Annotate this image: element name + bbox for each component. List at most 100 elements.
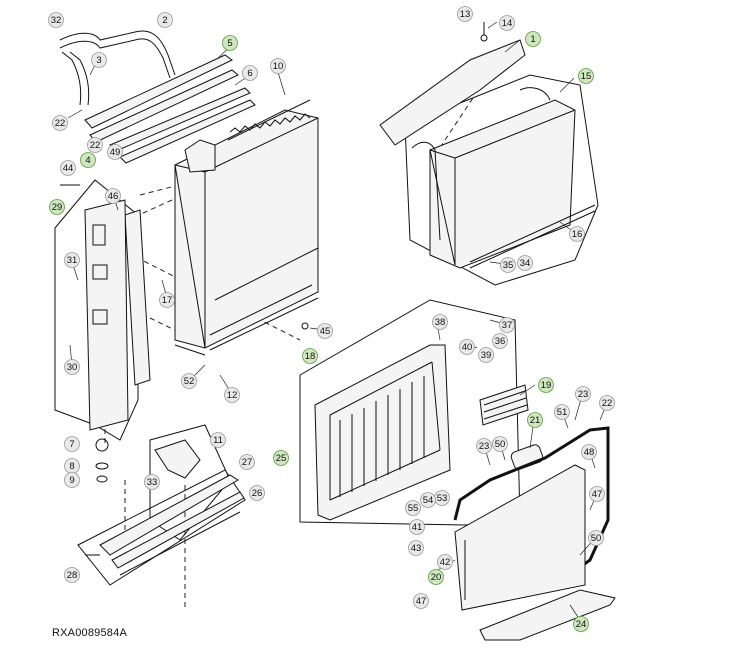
callout-circle — [157, 12, 173, 28]
callout-circle — [49, 199, 65, 215]
callout-circle — [64, 359, 80, 375]
callout-circle — [64, 252, 80, 268]
callout-label: 21 — [530, 415, 541, 426]
callout-label: 23 — [479, 441, 490, 452]
callout-circle — [573, 616, 589, 632]
callout-circle — [492, 436, 508, 452]
lower-rail — [99, 439, 245, 576]
callout-circle — [249, 485, 265, 501]
callout-circle — [222, 35, 238, 51]
oil-cooler-and-lines — [453, 384, 610, 584]
callout-20: 20 — [428, 569, 444, 585]
callout-circle — [48, 12, 64, 28]
callout-circle — [437, 554, 453, 570]
callout-circle — [581, 444, 597, 460]
callout-label: 32 — [51, 15, 62, 26]
callout-circle — [599, 395, 615, 411]
callout-label: 36 — [495, 336, 506, 347]
callout-32: 32 — [48, 12, 64, 28]
callout-23: 23 — [575, 386, 591, 402]
callout-42: 42 — [437, 554, 453, 570]
lower-frame — [454, 464, 616, 641]
radiator — [174, 99, 319, 356]
callout-label: 19 — [541, 380, 552, 391]
callout-circle — [91, 52, 107, 68]
callout-25: 25 — [273, 450, 289, 466]
callout-22: 22 — [599, 395, 615, 411]
callout-circle — [554, 404, 570, 420]
callout-circle — [500, 257, 516, 273]
callout-label: 51 — [557, 407, 568, 418]
callout-8: 8 — [64, 458, 80, 474]
callout-38: 38 — [432, 314, 448, 330]
callout-circle — [52, 115, 68, 131]
callout-label: 24 — [576, 619, 587, 630]
callout-36: 36 — [492, 333, 508, 349]
callout-37: 37 — [499, 317, 515, 333]
callout-label: 47 — [416, 596, 427, 607]
callout-40: 40 — [459, 339, 475, 355]
callout-label: 14 — [502, 18, 513, 29]
callout-label: 6 — [247, 68, 252, 79]
callout-6: 6 — [242, 65, 258, 81]
callout-label: 46 — [108, 191, 119, 202]
callout-circle — [242, 65, 258, 81]
callout-circle — [105, 188, 121, 204]
callout-label: 7 — [69, 439, 74, 450]
callout-label: 39 — [481, 350, 492, 361]
callout-9: 9 — [64, 472, 80, 488]
callout-label: 2 — [162, 15, 167, 26]
callout-label: 4 — [85, 155, 90, 166]
callout-circle — [476, 438, 492, 454]
callout-33: 33 — [144, 474, 160, 490]
callout-circle — [420, 492, 436, 508]
callout-circle — [409, 519, 425, 535]
callout-47: 47 — [589, 486, 605, 502]
side-plate — [84, 199, 151, 431]
outline-lower-rail — [77, 469, 246, 586]
callout-circle — [80, 152, 96, 168]
callout-circle — [499, 15, 515, 31]
callout-label: 22 — [602, 398, 613, 409]
callout-18: 18 — [302, 348, 318, 364]
callout-label: 55 — [408, 503, 419, 514]
callout-label: 35 — [503, 260, 514, 271]
callout-label: 29 — [52, 202, 63, 213]
fasteners — [60, 22, 488, 556]
callout-label: 33 — [147, 477, 158, 488]
callout-14: 14 — [499, 15, 515, 31]
callout-circle — [87, 137, 103, 153]
callout-label: 31 — [67, 255, 78, 266]
callout-label: 12 — [227, 390, 238, 401]
callout-50: 50 — [588, 530, 604, 546]
callout-circle — [517, 255, 533, 271]
callout-label: 49 — [110, 147, 121, 158]
callout-label: 3 — [96, 55, 101, 66]
callout-circle — [60, 160, 76, 176]
callout-label: 10 — [273, 61, 284, 72]
callout-13: 13 — [457, 6, 473, 22]
callout-49: 49 — [107, 144, 123, 160]
callout-circle — [210, 432, 226, 448]
callout-circle — [107, 144, 123, 160]
callout-label: 17 — [162, 295, 173, 306]
outline-left-bracket — [54, 179, 139, 441]
callout-30: 30 — [64, 359, 80, 375]
callout-circle — [525, 31, 541, 47]
callout-circle — [317, 323, 333, 339]
callout-label: 50 — [495, 439, 506, 450]
callout-41: 41 — [409, 519, 425, 535]
callout-label: 26 — [252, 488, 263, 499]
callout-label: 40 — [462, 342, 473, 353]
callout-circle — [224, 387, 240, 403]
callout-circle — [428, 569, 444, 585]
callout-circle — [408, 540, 424, 556]
callout-28: 28 — [64, 567, 80, 583]
callout-circle — [569, 226, 585, 242]
callout-circle — [159, 292, 175, 308]
upper-hoses-and-brackets — [59, 30, 256, 164]
callout-label: 13 — [460, 9, 471, 20]
callout-label: 20 — [431, 572, 442, 583]
